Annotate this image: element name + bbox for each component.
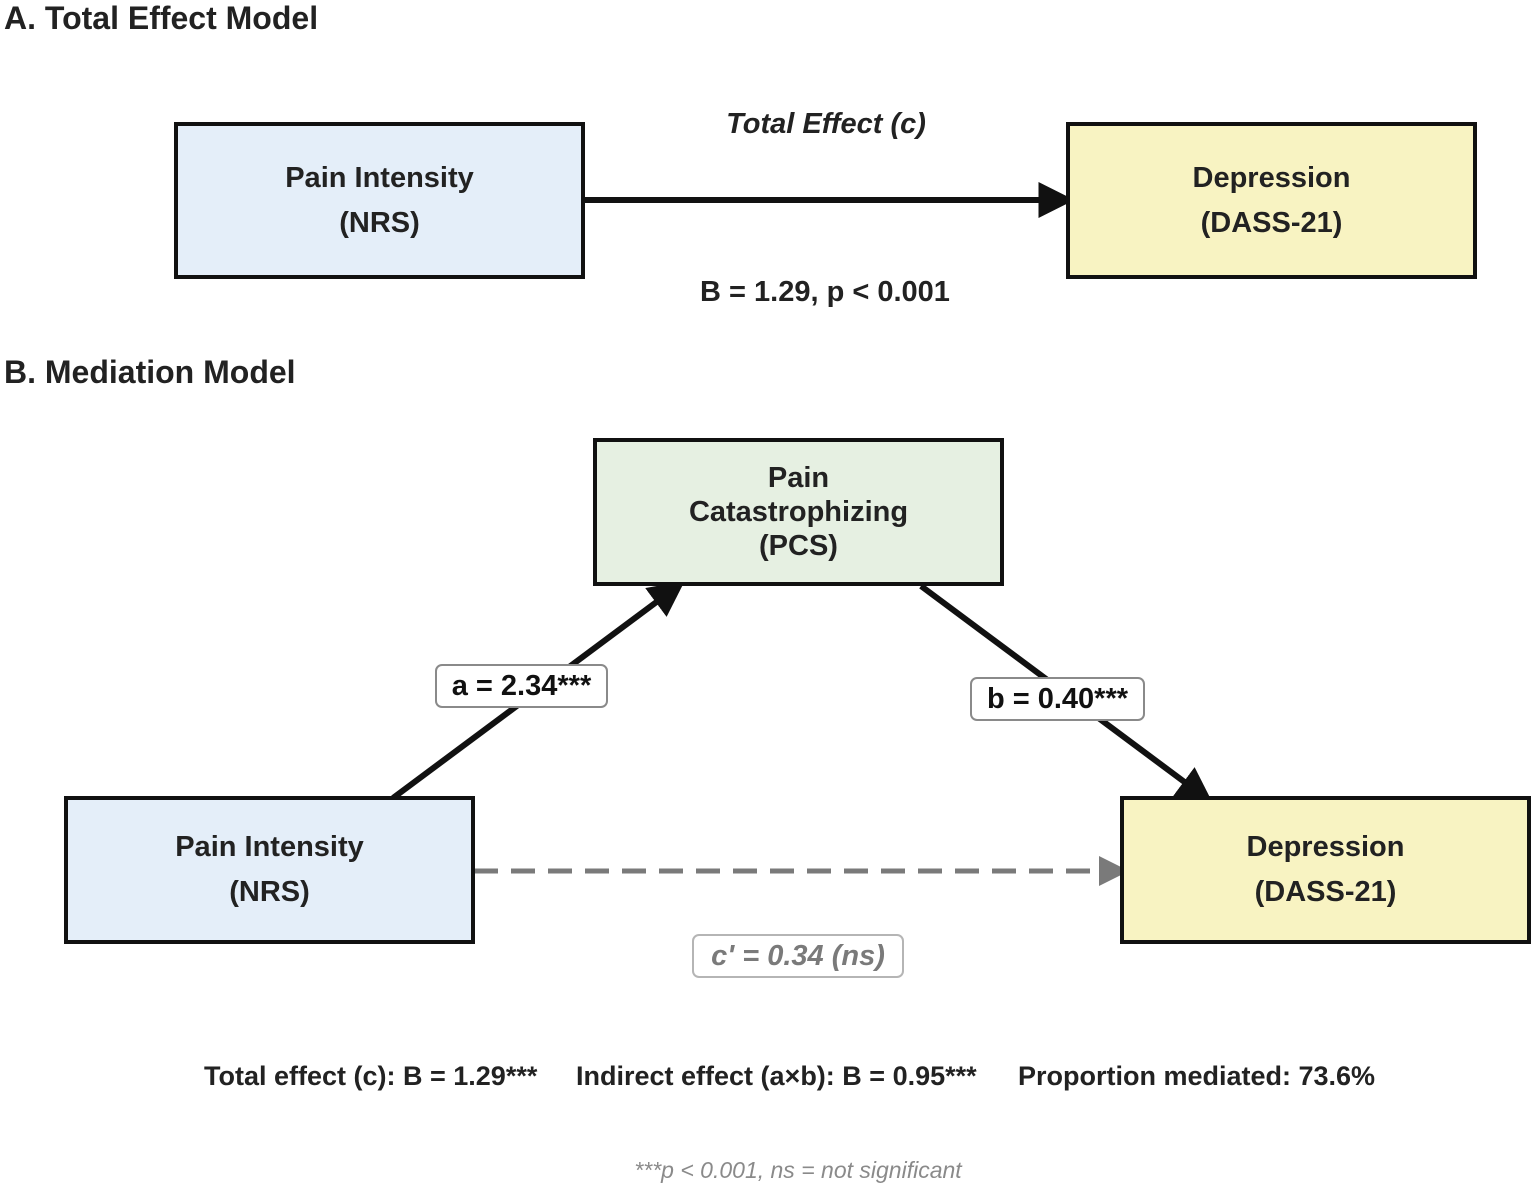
mediator-scale: (PCS): [759, 530, 838, 563]
significance-footnote: ***p < 0.001, ns = not significant: [634, 1157, 962, 1183]
path-c-prime-label: c' = 0.34 (ns): [692, 934, 904, 978]
panel-b-outcome-box: Depression (DASS-21): [1120, 796, 1531, 944]
outcome-scale: (DASS-21): [1254, 876, 1397, 908]
panel-a-predictor-box: Pain Intensity (NRS): [174, 122, 585, 279]
panel-b-mediator-box: Pain Catastrophizing (PCS): [593, 438, 1004, 586]
panel-b-title: B. Mediation Model: [4, 354, 296, 390]
predictor-label: Pain Intensity: [285, 161, 474, 194]
predictor-label: Pain Intensity: [175, 831, 364, 864]
panel-b-predictor-box: Pain Intensity (NRS): [64, 796, 475, 944]
predictor-scale: (NRS): [229, 876, 310, 908]
panel-a-title: A. Total Effect Model: [4, 0, 319, 36]
path-b-label: b = 0.40***: [970, 677, 1145, 721]
path-a-label: a = 2.34***: [435, 664, 608, 708]
outcome-label: Depression: [1192, 161, 1351, 194]
predictor-scale: (NRS): [339, 206, 420, 239]
outcome-scale: (DASS-21): [1200, 206, 1343, 239]
outcome-label: Depression: [1246, 831, 1405, 864]
mediator-label-line2: Catastrophizing: [688, 495, 909, 528]
summary-indirect-effect: Indirect effect (a×b): B = 0.95***: [576, 1061, 977, 1091]
mediator-label-line1: Pain: [767, 461, 830, 494]
panel-a-outcome-box: Depression (DASS-21): [1066, 122, 1477, 279]
total-effect-stat: B = 1.29, p < 0.001: [700, 276, 950, 308]
summary-proportion-mediated: Proportion mediated: 73.6%: [1018, 1061, 1376, 1091]
summary-total-effect: Total effect (c): B = 1.29***: [204, 1061, 538, 1091]
total-effect-label: Total Effect (c): [726, 108, 926, 140]
